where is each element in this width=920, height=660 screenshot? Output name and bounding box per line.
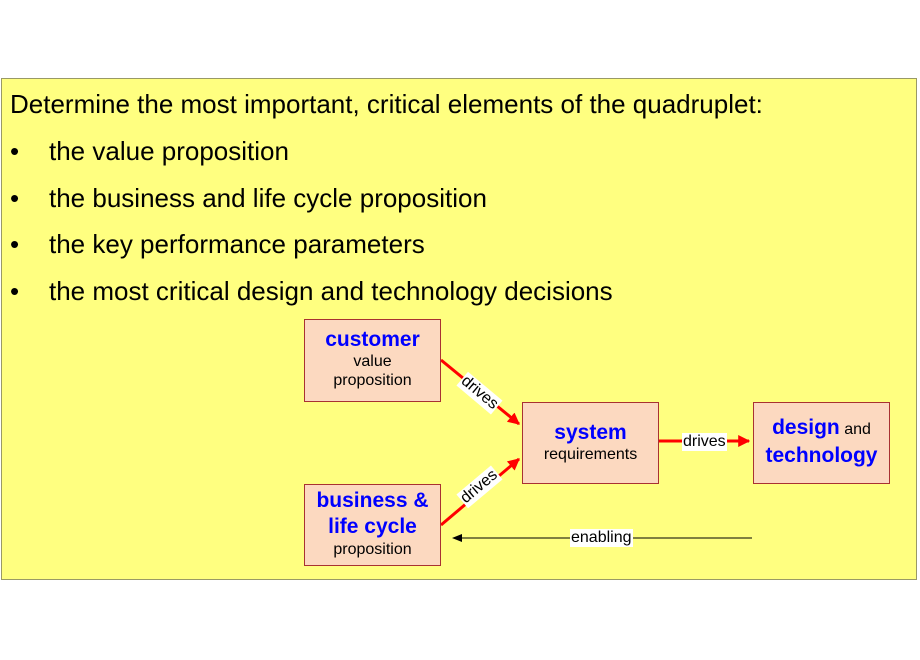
bullet-dot: • (10, 183, 20, 213)
bullet-dot: • (10, 276, 20, 306)
design-box: design and technology (753, 402, 890, 484)
customer-title: customer (325, 328, 420, 351)
customer-line2: proposition (333, 372, 412, 389)
bullet-text: the business and life cycle proposition (49, 183, 487, 213)
bullet-text: the most critical design and technology … (49, 276, 613, 306)
customer-line1: value (353, 353, 392, 370)
technology-title: technology (765, 444, 878, 467)
heading: Determine the most important, critical e… (10, 89, 763, 119)
bullet-text: the key performance parameters (49, 229, 425, 259)
bullet-dot: • (10, 229, 20, 259)
label-enabling: enabling (570, 529, 633, 547)
business-title-1: business & (316, 489, 429, 512)
bullet-dot: • (10, 136, 20, 166)
business-box: business & life cycle proposition (304, 484, 441, 566)
design-and: and (844, 421, 871, 438)
business-title-2: life cycle (328, 515, 417, 538)
bullet-text: the value proposition (49, 136, 289, 166)
label-drives-system: drives (682, 433, 727, 451)
system-sub: requirements (543, 446, 638, 463)
design-title: design (772, 416, 840, 439)
business-sub: proposition (333, 541, 412, 558)
customer-box: customer value proposition (304, 319, 441, 402)
system-box: system requirements (522, 402, 659, 484)
system-title: system (554, 421, 627, 444)
enabling-arrowhead (452, 534, 462, 542)
